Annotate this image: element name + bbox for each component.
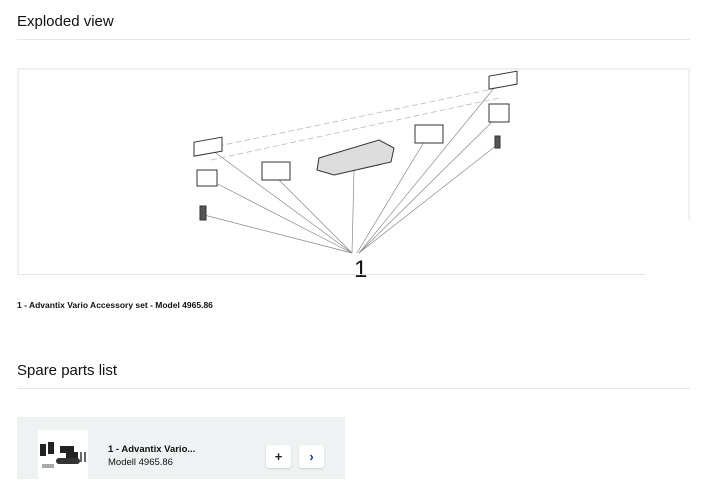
spare-parts-heading: Spare parts list <box>17 362 118 379</box>
exploded-view-diagram[interactable]: 1 <box>17 68 690 277</box>
screw-right <box>494 135 501 149</box>
details-button[interactable]: › <box>299 445 324 468</box>
leader-lines <box>203 81 500 254</box>
part-model: Modell 4965.86 <box>108 457 173 468</box>
callout-number: 1 <box>354 256 367 277</box>
divider <box>17 39 690 40</box>
screw-left <box>199 205 207 221</box>
hook-2 <box>414 124 444 144</box>
end-cap-right <box>488 70 518 90</box>
holder <box>316 139 395 176</box>
diagram-caption: 1 - Advantix Vario Accessory set - Model… <box>17 300 213 310</box>
part-name[interactable]: 1 - Advantix Vario... <box>108 444 196 455</box>
hook-1 <box>261 161 291 181</box>
spare-part-card[interactable]: 1 - Advantix Vario... Modell 4965.86 + › <box>17 417 345 479</box>
clip-right <box>488 103 510 123</box>
clip-left <box>196 169 218 187</box>
rail <box>208 87 500 161</box>
exploded-view-heading: Exploded view <box>17 13 114 30</box>
plus-icon: + <box>274 449 283 464</box>
divider <box>17 388 690 389</box>
exploded-drawing: 1 <box>193 70 518 277</box>
chevron-right-icon: › <box>309 449 314 464</box>
add-to-cart-button[interactable]: + <box>266 445 291 468</box>
part-thumbnail <box>38 430 88 479</box>
frame-edge <box>688 68 690 220</box>
frame-edge <box>17 274 645 275</box>
end-cap-left <box>193 136 223 157</box>
